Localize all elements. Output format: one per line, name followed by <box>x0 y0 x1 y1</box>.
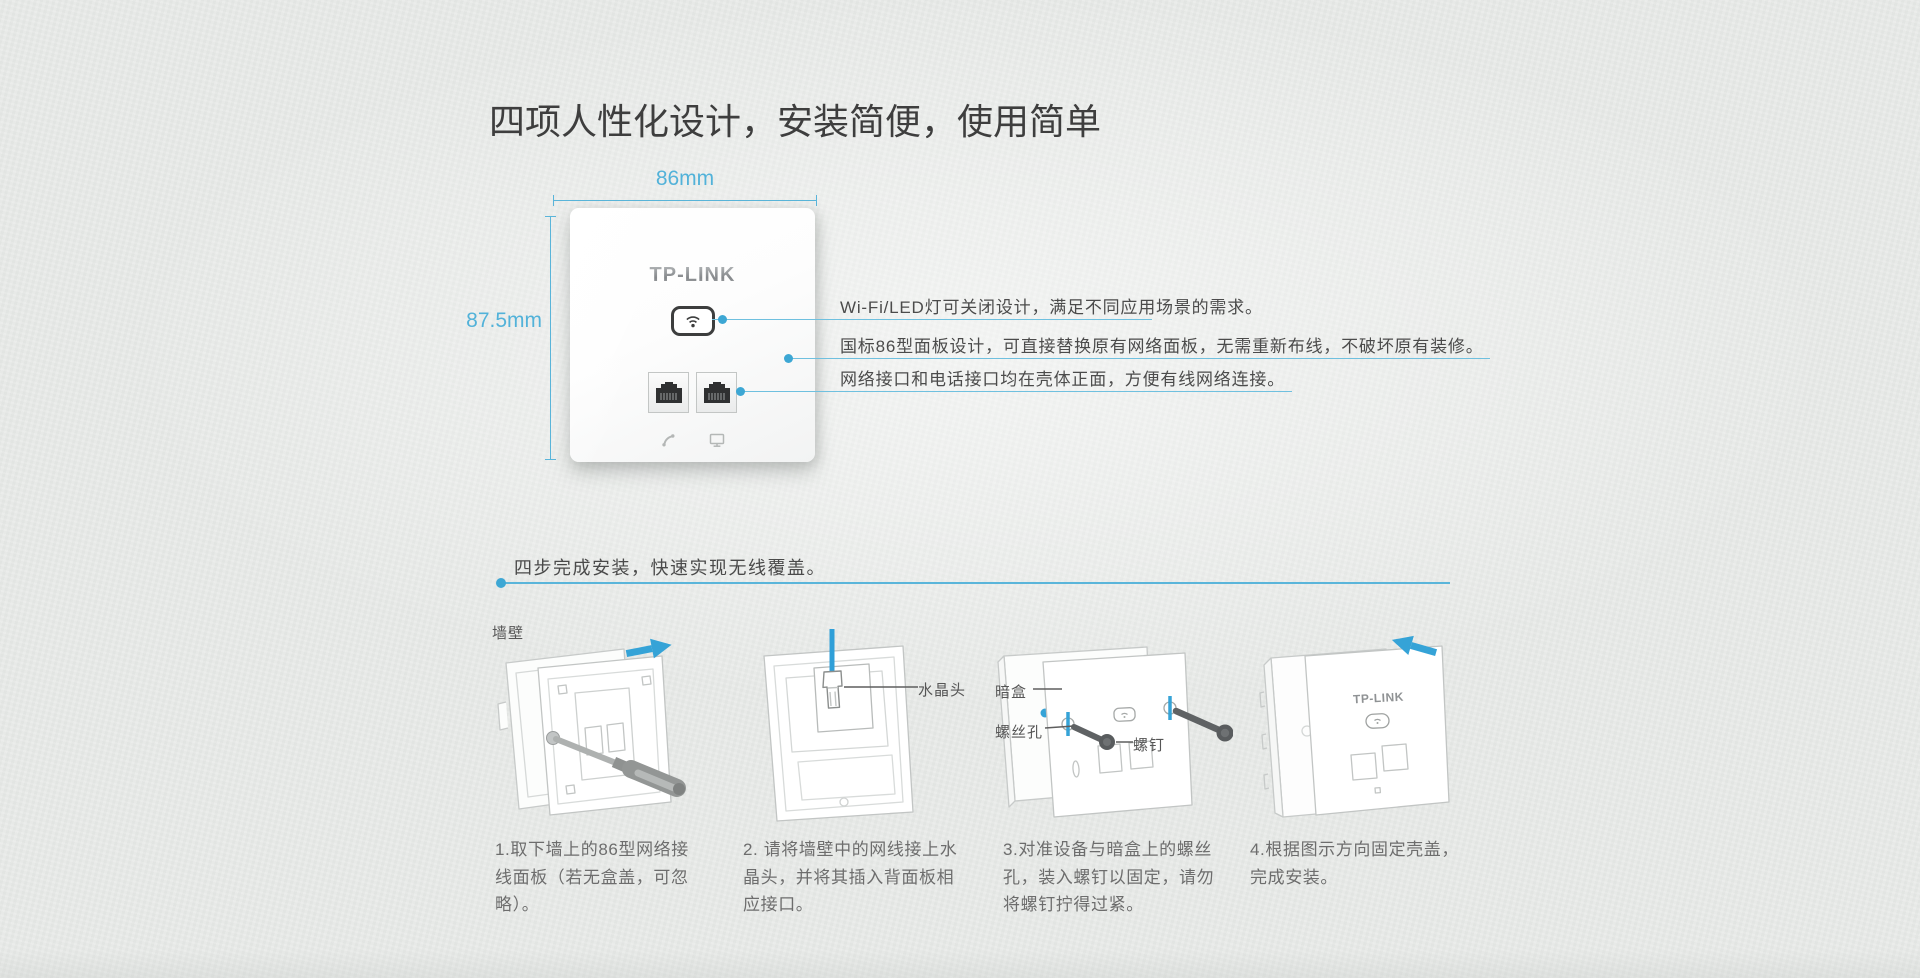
label-pointer-lines <box>1033 688 1133 743</box>
wall-ap-panel: TP-LINK <box>570 208 815 462</box>
label-screw: 螺钉 <box>1133 737 1166 754</box>
step4-illustration <box>1259 635 1450 818</box>
step1-illustration <box>497 638 686 816</box>
computer-icon <box>696 433 737 448</box>
callout-dot-led <box>718 315 727 324</box>
step2-caption: 2. 请将墙壁中的网线接上水晶头，并将其插入背面板相应接口。 <box>743 840 958 914</box>
arrow-left-icon <box>1391 635 1438 656</box>
front-ports <box>648 372 737 413</box>
screwdriver <box>553 736 686 797</box>
width-dimension-line <box>553 195 817 206</box>
step2-illustration <box>763 629 918 822</box>
brand-logo: TP-LINK <box>570 264 815 287</box>
label-wall: 墙壁 <box>492 625 525 642</box>
rj45-jack-icon <box>703 382 730 403</box>
label-connector: 水晶头 <box>918 682 967 699</box>
width-dimension-label: 86mm <box>655 167 715 190</box>
screw-right <box>1172 707 1233 742</box>
heading-rule-dot <box>496 578 506 588</box>
device-front <box>1042 652 1193 818</box>
label-screw-hole: 螺丝孔 <box>995 724 1044 741</box>
step4-caption: 4.根据图示方向固定壳盖，完成安装。 <box>1250 840 1459 887</box>
rj45-jack-icon <box>655 382 682 403</box>
front-cover <box>1304 645 1450 816</box>
step3-caption: 3.对准设备与暗盒上的螺丝孔，装入螺钉以固定，请勿将螺钉拧得过紧。 <box>1003 840 1215 914</box>
callout-line-ports <box>744 391 1292 392</box>
callout-dot-panel <box>784 354 793 363</box>
wifi-led-button <box>671 306 715 336</box>
callout-line-led <box>712 319 1152 320</box>
feature-panel: 国标86型面板设计，可直接替换原有网络面板，无需重新布线，不破坏原有装修。 <box>840 337 1484 356</box>
height-dimension-line <box>545 216 556 460</box>
feature-led: Wi-Fi/LED灯可关闭设计，满足不同应用场景的需求。 <box>840 298 1263 317</box>
install-heading: 四步完成安装，快速实现无线覆盖。 <box>514 558 826 578</box>
rj45-plug <box>822 670 843 709</box>
phone-icon <box>648 433 689 448</box>
page-title: 四项人性化设计，安装简便，使用简单 <box>489 101 1102 142</box>
step1-caption: 1.取下墙上的86型网络接线面板（若无盒盖，可忽略）。 <box>495 840 689 914</box>
step3-illustration <box>997 646 1233 818</box>
callout-line-panel <box>788 358 1490 359</box>
feature-ports: 网络接口和电话接口均在壳体正面，方便有线网络连接。 <box>840 370 1285 389</box>
height-dimension-label: 87.5mm <box>466 309 542 332</box>
wifi-icon <box>686 315 700 327</box>
rj45-port-lan <box>696 372 737 413</box>
label-junction-box: 暗盒 <box>995 684 1028 701</box>
arrow-right-icon <box>625 638 672 659</box>
callout-dot-ports <box>736 387 745 396</box>
heading-rule <box>505 582 1450 584</box>
rj45-port-phone <box>648 372 689 413</box>
screw-left <box>1071 724 1115 750</box>
port-type-icons <box>648 433 778 448</box>
step4-brand-logo: TP-LINK <box>1352 689 1405 707</box>
